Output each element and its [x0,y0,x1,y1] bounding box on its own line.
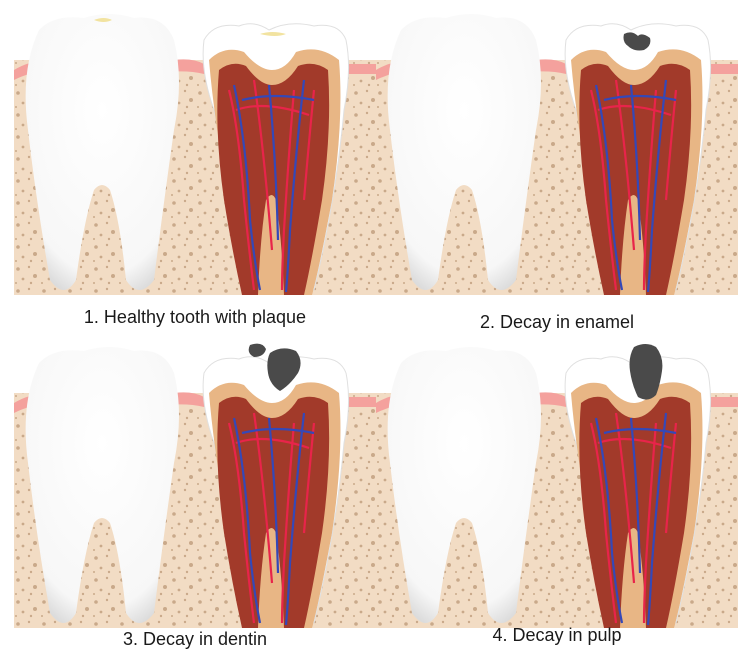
decay-spot [623,32,651,51]
caption-stage-3: 3. Decay in dentin [122,629,268,649]
artery [589,79,678,291]
artery [589,412,678,624]
pulp [579,63,692,295]
whole-tooth [25,14,180,290]
vein [594,412,677,626]
vein [232,79,315,293]
pulp [579,396,692,628]
plaque-right [260,32,286,36]
decay-cavity [267,348,301,391]
whole-tooth [25,347,180,623]
panel-healthy-tooth [14,0,376,295]
tooth-diagram [376,344,738,628]
tooth-diagram [14,14,376,295]
cross-section-tooth [564,23,712,295]
cross-section-tooth [202,23,350,295]
vein [232,412,315,626]
cross-section-tooth [202,343,350,628]
caption-stage-4: 4. Decay in pulp [492,625,622,645]
pulp [217,396,330,628]
panel-decay-enamel [376,0,738,295]
pulp [217,63,330,295]
vein [594,79,677,293]
panel-decay-pulp [376,333,738,628]
artery [227,79,316,291]
tooth-diagram [376,14,738,295]
whole-tooth [387,347,541,623]
decay-chip [248,343,266,357]
plaque-left [94,18,112,22]
panel-decay-dentin [14,333,376,628]
artery [227,412,316,624]
caption-stage-1: 1. Healthy tooth with plaque [83,307,307,327]
decay-deep-cavity [629,344,663,400]
whole-tooth [387,14,541,290]
caption-stage-2: 2. Decay in enamel [479,312,635,332]
tooth-diagram [14,343,376,628]
cross-section-tooth [564,344,712,628]
